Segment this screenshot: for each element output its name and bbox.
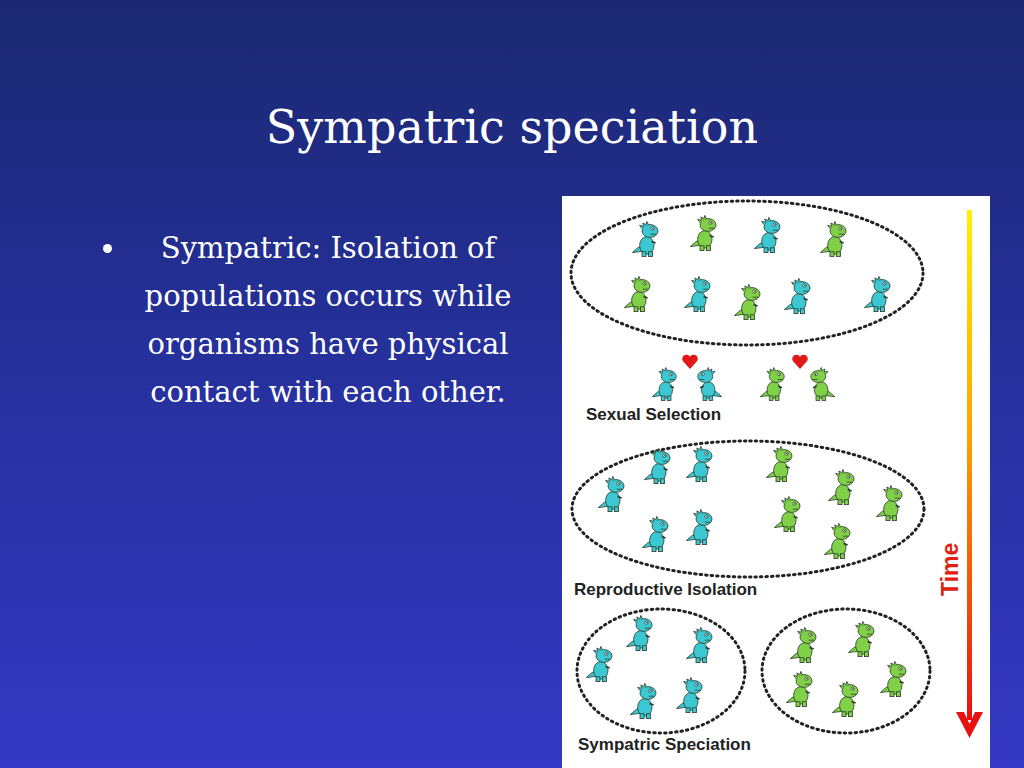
cyan-dino xyxy=(630,683,656,718)
cyan-dino xyxy=(642,516,668,551)
cyan-dino xyxy=(644,448,670,483)
heart-symbol xyxy=(792,355,807,369)
population-outline xyxy=(762,609,930,733)
cyan-dino xyxy=(698,368,722,401)
time-arrow-shaft xyxy=(967,210,972,720)
population-outline xyxy=(572,441,924,577)
heart-symbol xyxy=(682,355,697,369)
slide-title: Sympatric speciation xyxy=(0,100,1024,154)
green-dino xyxy=(811,368,835,401)
stage-label: Reproductive Isolation xyxy=(574,580,757,600)
green-dino xyxy=(734,284,760,319)
green-dino xyxy=(876,485,902,520)
green-dino xyxy=(690,215,716,250)
green-dino xyxy=(790,627,816,662)
cyan-dino xyxy=(676,677,702,712)
mirrored-dino xyxy=(811,368,835,401)
green-dino xyxy=(820,221,846,256)
cyan-dino xyxy=(586,646,612,681)
time-arrow-head xyxy=(956,712,983,738)
cyan-dino xyxy=(626,615,652,650)
green-dino xyxy=(766,446,792,481)
cyan-dino xyxy=(686,509,712,544)
cyan-dino xyxy=(632,221,658,256)
green-dino xyxy=(760,368,784,401)
green-dino xyxy=(828,469,854,504)
cyan-dino xyxy=(652,368,676,401)
green-dino xyxy=(848,621,874,656)
cyan-dino xyxy=(754,217,780,252)
mirrored-dino xyxy=(698,368,722,401)
cyan-dino xyxy=(684,276,710,311)
speciation-illustration xyxy=(562,196,990,768)
green-dino xyxy=(832,681,858,716)
green-dino xyxy=(624,276,650,311)
green-dino xyxy=(824,523,850,558)
time-axis-label: Time xyxy=(937,543,964,596)
bullet-list: Sympatric: Isolation of populations occu… xyxy=(100,224,528,416)
cyan-dino xyxy=(784,278,810,313)
cyan-dino xyxy=(598,476,624,511)
population-outline xyxy=(571,201,923,345)
cyan-dino xyxy=(686,627,712,662)
cyan-dino xyxy=(686,446,712,481)
diagram-panel: Sexual SelectionReproductive IsolationSy… xyxy=(562,196,990,768)
cyan-dino xyxy=(864,276,890,311)
stage-label: Sympatric Speciation xyxy=(578,735,751,755)
green-dino xyxy=(786,671,812,706)
green-dino xyxy=(774,496,800,531)
stage-label: Sexual Selection xyxy=(586,405,721,425)
population-outline xyxy=(577,609,745,733)
green-dino xyxy=(880,661,906,696)
bullet-text: Sympatric: Isolation of populations occu… xyxy=(128,224,528,416)
